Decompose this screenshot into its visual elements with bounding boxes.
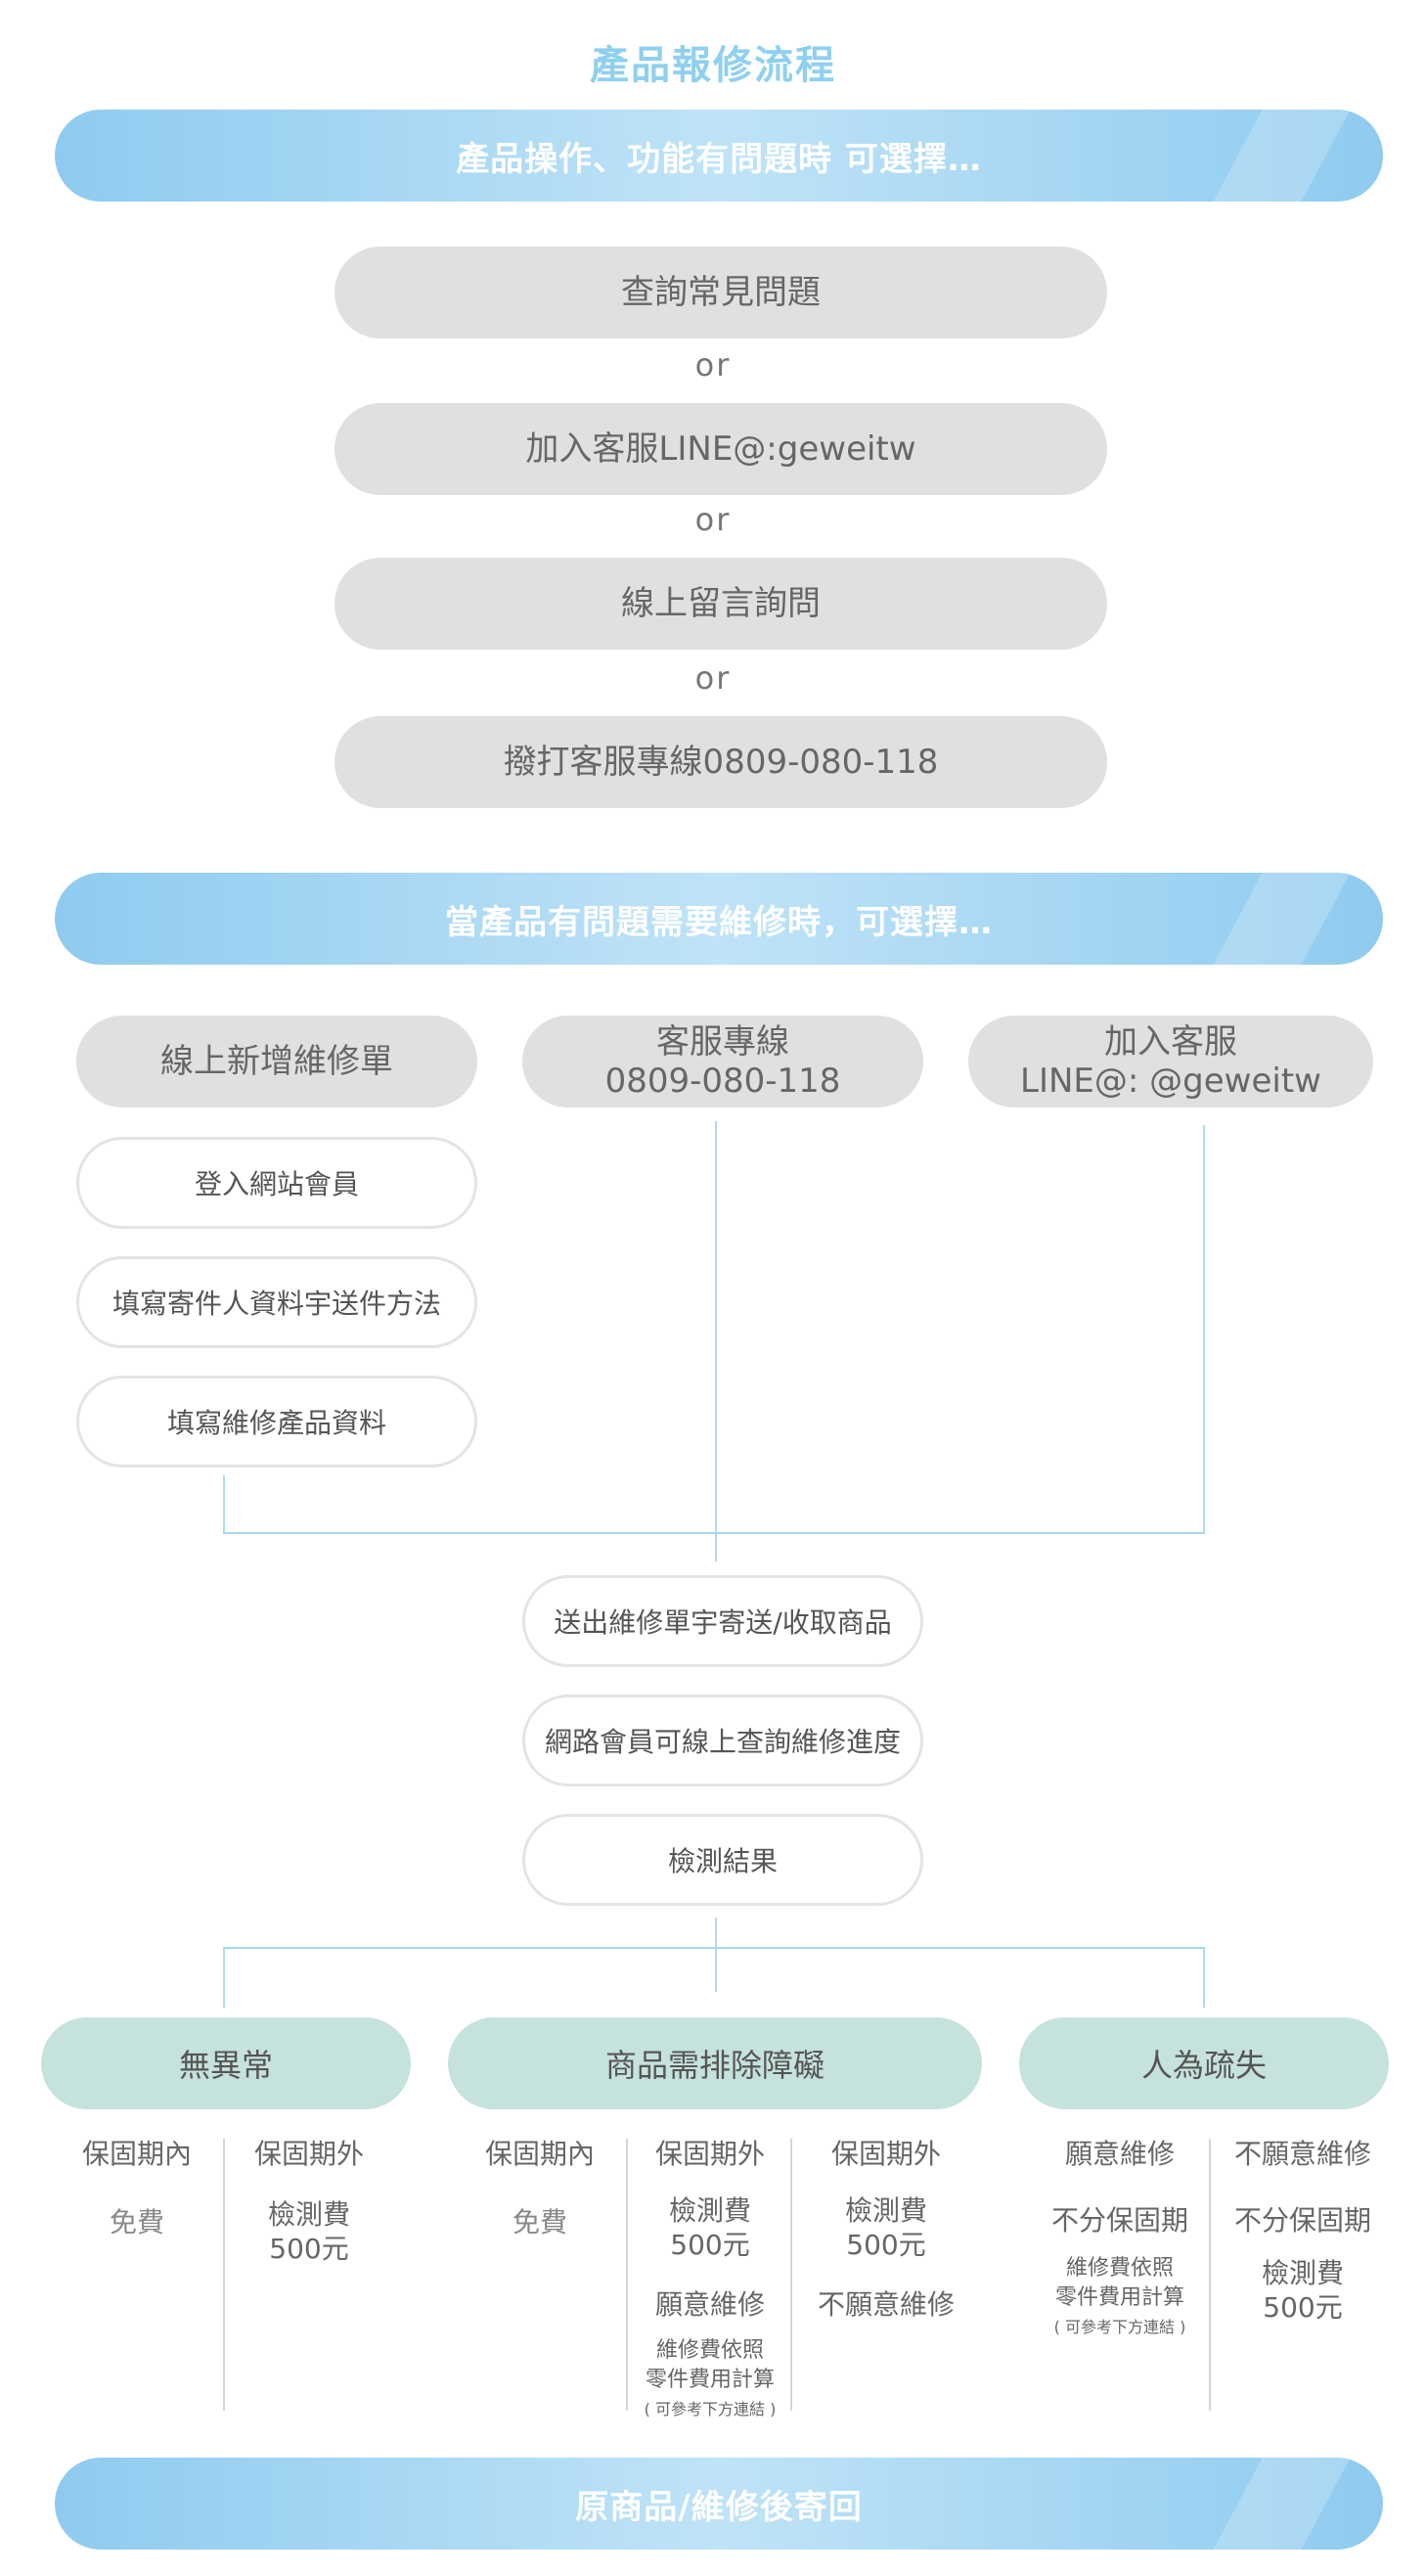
warranty-label: 保固期內: [484, 2138, 595, 2170]
warranty-label: 保固期外: [654, 2138, 765, 2170]
column-divider: [1209, 2139, 1211, 2411]
warranty-label: 不分保固期: [1050, 2204, 1188, 2237]
note-line: 零件費用計算: [645, 2367, 775, 2392]
step-test-result: 檢測結果: [522, 1814, 923, 1906]
step-product-info: 填寫維修產品資料: [76, 1376, 477, 1468]
warranty-label: 不分保固期: [1233, 2204, 1371, 2237]
fee-value: 免費: [512, 2206, 567, 2238]
reference-note: ( 可參考下方連結 ): [1053, 2318, 1186, 2337]
choice-label: 不願意維修: [817, 2288, 955, 2321]
or-separator: or: [694, 659, 732, 697]
warranty-label: 保固期外: [830, 2138, 941, 2170]
choice-label: 願意維修: [654, 2288, 765, 2321]
column-divider: [223, 2139, 225, 2411]
fee-label: 檢測費: [844, 2194, 927, 2227]
line-repair-option[interactable]: 加入客服 LINE@: @geweitw: [968, 1016, 1373, 1107]
page-title: 產品報修流程: [590, 43, 836, 88]
fee-label: 檢測費: [267, 2198, 350, 2231]
hotline-option[interactable]: 撥打客服專線0809-080-118: [334, 716, 1107, 808]
step-login: 登入網站會員: [76, 1137, 477, 1229]
note-line: 維修費依照: [1065, 2256, 1174, 2281]
fee-value: 免費: [109, 2206, 164, 2238]
fix-out-warranty-decline-column: 保固期外 檢測費 500元 不願意維修: [798, 2133, 974, 2323]
or-separator: or: [694, 346, 732, 384]
normal-in-warranty-column: 保固期內 免費: [59, 2133, 215, 2240]
choice-label: 願意維修: [1064, 2138, 1175, 2170]
step-track-progress: 網路會員可線上查詢維修進度: [522, 1695, 923, 1786]
banner-text: 當產品有問題需要維修時，可選擇…: [445, 902, 993, 942]
result-human-error: 人為疏失: [1019, 2017, 1389, 2109]
or-separator: or: [694, 501, 732, 538]
connector-line: [1203, 1125, 1205, 1534]
fee-value: 500元: [269, 2233, 349, 2265]
step-sender-info: 填寫寄件人資料宇送件方法: [76, 1256, 477, 1348]
warranty-label: 保固期內: [81, 2138, 192, 2170]
column-divider: [626, 2139, 628, 2411]
section-banner-return: 原商品/維修後寄回: [55, 2458, 1383, 2550]
fix-out-warranty-repair-column: 保固期外 檢測費 500元 願意維修 維修費依照 零件費用計算 ( 可參考下方連…: [632, 2133, 788, 2419]
hotline-number: 0809-080-118: [604, 1062, 841, 1101]
connector-line: [223, 1947, 1205, 1949]
banner-text: 原商品/維修後寄回: [575, 2487, 863, 2527]
line-label: 加入客服: [1104, 1021, 1237, 1062]
fee-value: 500元: [1263, 2291, 1343, 2324]
hotline-label: 客服專線: [656, 1021, 789, 1062]
section-banner-usage: 產品操作、功能有問題時 可選擇…: [55, 110, 1383, 202]
connector-line: [223, 1532, 1205, 1534]
connector-line: [715, 1918, 717, 1992]
banner-stripe-decoration: [1205, 2458, 1356, 2550]
choice-label: 不願意維修: [1233, 2138, 1371, 2170]
connector-line: [223, 1947, 225, 2008]
online-repair-form-option[interactable]: 線上新增維修單: [76, 1016, 477, 1107]
line-option[interactable]: 加入客服LINE@:geweitw: [334, 403, 1107, 495]
fee-value: 500元: [846, 2229, 926, 2261]
fix-in-warranty-column: 保固期內 免費: [462, 2133, 618, 2240]
connector-line: [223, 1475, 225, 1534]
result-normal: 無異常: [41, 2017, 411, 2109]
connector-line: [715, 1121, 717, 1561]
faq-option[interactable]: 查詢常見問題: [334, 247, 1107, 339]
fee-label: 檢測費: [668, 2194, 751, 2227]
reference-note: ( 可參考下方連結 ): [644, 2400, 777, 2419]
human-willing-column: 願意維修 不分保固期 維修費依照 零件費用計算 ( 可參考下方連結 ): [1037, 2133, 1203, 2337]
human-unwilling-column: 不願意維修 不分保固期 檢測費 500元: [1215, 2133, 1391, 2325]
connector-line: [1203, 1947, 1205, 2008]
hotline-repair-option[interactable]: 客服專線 0809-080-118: [522, 1016, 923, 1107]
note-line: 維修費依照: [655, 2338, 764, 2363]
banner-stripe-decoration: [1205, 873, 1356, 965]
step-send-product: 送出維修單宇寄送/收取商品: [522, 1575, 923, 1667]
line-id: LINE@: @geweitw: [1020, 1062, 1321, 1101]
fee-label: 檢測費: [1261, 2257, 1344, 2289]
normal-out-warranty-column: 保固期外 檢測費 500元: [231, 2133, 387, 2266]
note-line: 零件費用計算: [1054, 2284, 1184, 2310]
online-message-option[interactable]: 線上留言詢問: [334, 558, 1107, 650]
banner-stripe-decoration: [1205, 110, 1356, 202]
banner-text: 產品操作、功能有問題時 可選擇…: [456, 139, 982, 179]
fee-value: 500元: [670, 2229, 750, 2261]
column-divider: [790, 2139, 792, 2411]
section-banner-repair: 當產品有問題需要維修時，可選擇…: [55, 873, 1383, 965]
result-needs-fix: 商品需排除障礙: [448, 2017, 982, 2109]
warranty-label: 保固期外: [253, 2138, 364, 2170]
